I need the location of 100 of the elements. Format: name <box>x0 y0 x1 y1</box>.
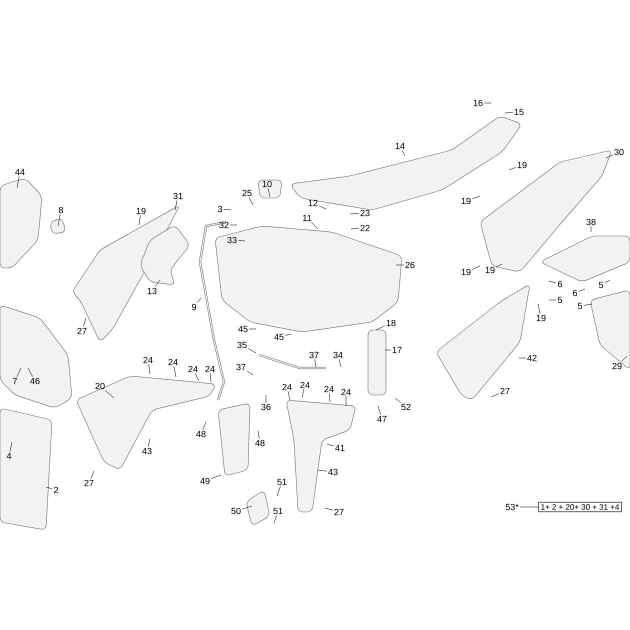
callout-number: 48 <box>255 440 265 446</box>
callout-number: 17 <box>392 346 402 354</box>
leader-line <box>578 288 586 292</box>
callout-number: 24 <box>143 356 153 364</box>
leader-line <box>174 200 178 210</box>
callout-number: 19 <box>518 162 527 168</box>
leader-line <box>202 422 206 430</box>
callout-number: 8 <box>58 206 64 214</box>
leader-line <box>314 359 316 368</box>
leader-line <box>154 280 160 287</box>
callout-number: 48 <box>196 430 206 438</box>
leader-line <box>311 222 318 230</box>
leader-line <box>90 470 94 479</box>
leader-line <box>16 176 20 188</box>
leader-line <box>472 266 480 270</box>
callout-number: 2 <box>54 486 58 494</box>
leader-line <box>338 359 342 368</box>
leader-line <box>378 406 381 415</box>
callout-number: 5 <box>558 296 562 304</box>
callout-number: 24 <box>324 386 334 392</box>
leader-line <box>402 150 406 156</box>
callout-number: 38 <box>586 218 596 226</box>
callout-number: 37 <box>309 352 319 358</box>
callout-number: 44 <box>15 168 25 176</box>
callout-number: 18 <box>386 320 396 326</box>
leader-line <box>197 298 202 303</box>
leader-line <box>238 240 246 242</box>
leader-line <box>520 506 539 508</box>
callout-number: 27 <box>500 388 510 394</box>
callout-number: 9 <box>192 304 196 310</box>
leader-line <box>246 370 254 376</box>
leader-line <box>210 474 222 479</box>
callout-number: 3 <box>218 206 222 212</box>
leader-line <box>590 226 592 232</box>
callout-number: 19 <box>136 208 146 214</box>
leader-line <box>248 348 256 354</box>
callout-number: 19 <box>462 268 471 276</box>
leader-line <box>210 373 212 382</box>
callout-number: 32 <box>219 222 229 228</box>
callout-number: 11 <box>303 214 312 222</box>
leader-line <box>396 264 404 266</box>
callout-number: 25 <box>242 190 252 196</box>
leader-line <box>583 304 592 306</box>
callout-number: 27 <box>334 508 344 516</box>
callout-number: 12 <box>308 200 318 206</box>
leader-line <box>230 224 238 226</box>
callout-number: 20 <box>95 382 105 390</box>
leader-line <box>46 486 53 490</box>
callout-number: 37 <box>236 364 246 370</box>
leader-line <box>350 228 360 230</box>
leader-line <box>606 154 614 158</box>
leader-line <box>28 368 33 377</box>
callout-number: 27 <box>77 328 87 334</box>
callout-number: 6 <box>558 280 562 288</box>
leader-line <box>274 515 277 524</box>
callout-number: 6 <box>572 290 578 296</box>
leader-line <box>318 206 326 210</box>
callout-number: 22 <box>360 224 370 232</box>
leader-line <box>288 391 290 400</box>
callout-number: 43 <box>328 468 338 476</box>
leader-line <box>16 368 22 377</box>
leader-line <box>484 102 492 104</box>
callout-number: 43 <box>142 448 152 454</box>
leader-line <box>324 508 334 510</box>
leader-line <box>472 196 480 200</box>
leader-line <box>83 318 86 327</box>
callout-number: 24 <box>282 384 292 390</box>
leader-line <box>194 373 200 382</box>
callout-number: 34 <box>333 352 343 358</box>
callout-number: 42 <box>527 354 537 362</box>
callout-number: 23 <box>360 210 370 216</box>
callout-number: 5 <box>578 302 582 310</box>
callout-number: 49 <box>200 478 210 484</box>
callout-number: 35 <box>237 342 247 348</box>
leader-line <box>490 393 500 398</box>
callout-number: 24 <box>300 382 310 388</box>
callout-number: 4 <box>6 452 12 460</box>
leader-line <box>248 328 256 330</box>
leader-line <box>174 366 176 378</box>
leader-line <box>148 364 150 374</box>
callout-number: 46 <box>30 378 40 384</box>
leader-line <box>548 280 557 284</box>
leader-line <box>104 390 114 398</box>
leader-line <box>508 167 516 170</box>
callout-number: 51 <box>273 508 283 514</box>
leader-line <box>496 264 502 268</box>
callout-number: 36 <box>261 404 271 410</box>
callout-number: 10 <box>262 180 272 188</box>
leader-line <box>621 356 628 362</box>
leader-line <box>326 444 334 446</box>
callout-number: 41 <box>335 444 345 452</box>
leader-line <box>58 214 60 226</box>
callout-number: 24 <box>205 366 215 372</box>
leader-line <box>138 215 141 226</box>
callout-number: 47 <box>377 416 387 422</box>
callout-number: 51 <box>277 478 287 486</box>
callout-number: 30 <box>614 148 624 156</box>
callout-number: 29 <box>612 362 622 370</box>
callout-number: 24 <box>341 388 351 396</box>
leader-line <box>284 334 292 336</box>
